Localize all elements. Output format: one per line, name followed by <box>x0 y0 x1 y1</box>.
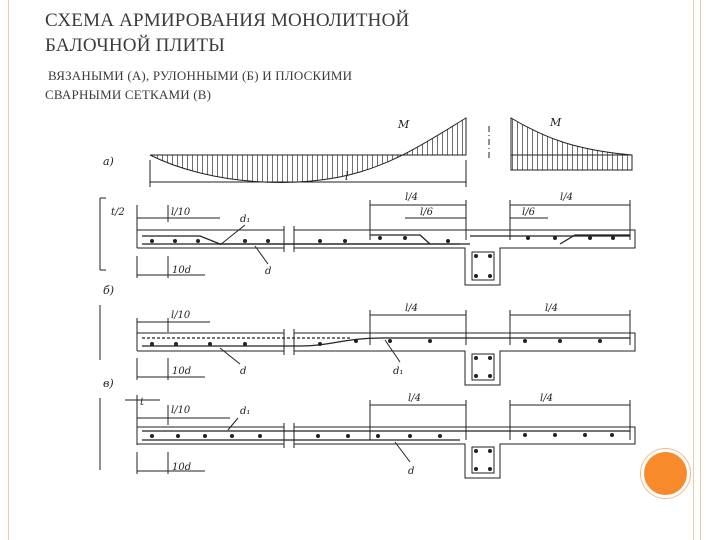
title-line-1: СХЕМА АРМИРОВАНИЯ МОНОЛИТНОЙ <box>45 10 410 31</box>
bar-v-d1-label: d₁ <box>240 406 250 417</box>
slide-frame-left <box>8 0 9 540</box>
bar-b-d-label: d <box>240 366 246 377</box>
dim-a-l6-left: l/6 <box>420 207 434 218</box>
dim-v-t: t <box>140 397 145 408</box>
scheme-b <box>99 305 636 386</box>
scheme-a <box>99 197 636 286</box>
bar-v-d-label: d <box>408 466 414 477</box>
slab-b-outline <box>136 332 636 386</box>
slide-title: СХЕМА АРМИРОВАНИЯ МОНОЛИТНОЙ БАЛОЧНОЙ ПЛ… <box>45 8 605 58</box>
slide-frame-right-inner <box>693 0 694 540</box>
dim-a-l4-right: l/4 <box>560 192 573 203</box>
dim-b-10d: 10d <box>172 366 191 377</box>
slide-subtitle: ВЯЗАНЫМИ (А), РУЛОННЫМИ (Б) И ПЛОСКИМИ С… <box>45 66 565 104</box>
dim-v-l4-right: l/4 <box>540 393 553 404</box>
bar-b-d1-label: d₁ <box>393 366 403 377</box>
bar-d1-a <box>142 235 470 245</box>
moment-curve-support <box>510 117 633 171</box>
dim-v-10d: 10d <box>172 462 191 473</box>
subtitle-line-2: СВАРНЫМИ СЕТКАМИ (В) <box>45 87 212 102</box>
beam-stirrup-v <box>471 446 495 474</box>
dim-v-l10: l/10 <box>171 405 191 416</box>
scheme-v <box>99 395 636 479</box>
subtitle-line-1: ВЯЗАНЫМИ (А), РУЛОННЫМИ (Б) И ПЛОСКИМИ <box>48 68 353 83</box>
moment-label-left: M <box>397 118 410 131</box>
dim-b-l4-right: l/4 <box>545 303 558 314</box>
bar-a-d-label: d <box>265 266 271 277</box>
slide-frame-right <box>700 0 701 540</box>
scheme-v-label: в) <box>103 377 114 390</box>
dim-b-l4-left: l/4 <box>405 303 418 314</box>
bar-top-a <box>370 234 630 245</box>
title-line-2: БАЛОЧНОЙ ПЛИТЫ <box>45 35 226 56</box>
span-label: l <box>345 170 349 183</box>
dim-a-10d: 10d <box>172 265 191 276</box>
bar-rolled-b <box>142 337 630 347</box>
moment-diagram <box>149 117 633 187</box>
dim-b-l10: l/10 <box>171 310 191 321</box>
dim-v-l4-left: l/4 <box>408 393 421 404</box>
scheme-b-label: б) <box>103 284 114 297</box>
dim-a-l6-right: l/6 <box>522 207 536 218</box>
moment-curve-span <box>149 117 467 183</box>
slab-v-outline <box>136 426 636 479</box>
scheme-a-label: а) <box>103 155 114 168</box>
dim-a-half-t: t/2 <box>111 207 125 218</box>
slab-a-outline <box>136 229 636 286</box>
beam-stirrup-a <box>471 251 495 281</box>
bar-a-d1-label: d₁ <box>240 214 250 225</box>
dim-a-l4-left: l/4 <box>405 192 418 203</box>
decorative-orange-circle <box>641 449 690 498</box>
beam-stirrup-b <box>471 353 495 381</box>
dim-a-l10: l/10 <box>171 207 191 218</box>
moment-label-right: M <box>549 116 562 129</box>
